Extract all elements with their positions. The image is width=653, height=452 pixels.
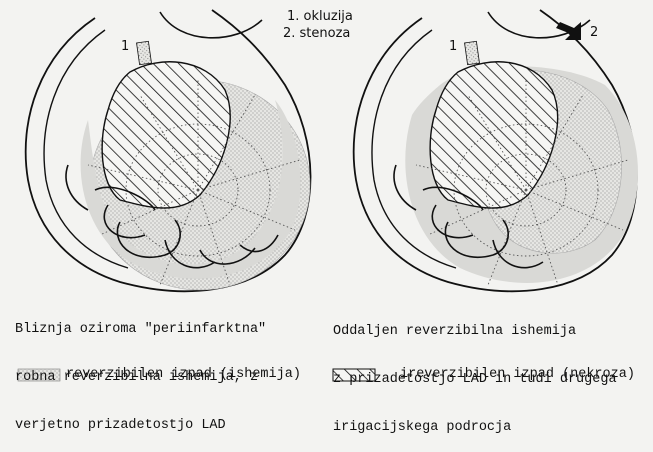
right-occlusion-number: 1 bbox=[449, 39, 457, 54]
left-occlusion-number: 1 bbox=[121, 39, 129, 54]
stenosis-arrow-icon bbox=[556, 22, 581, 40]
left-caption-line-3: verjetno prizadetostjo LAD bbox=[15, 418, 266, 434]
reversible-key-label: reverzibilen izpad (ishemija) bbox=[66, 367, 301, 383]
right-caption-line-3: irigacijskega podrocja bbox=[333, 420, 617, 436]
left-top-vessel bbox=[160, 12, 262, 38]
left-caption-line-1: Bliznja oziroma "periinfarktna" bbox=[15, 322, 266, 338]
right-occlusion-marker bbox=[465, 41, 480, 64]
left-heart: 1 bbox=[26, 10, 311, 291]
right-heart: 1 2 bbox=[354, 10, 638, 291]
legend-note-occlusion: 1. okluzija bbox=[287, 9, 353, 24]
right-stenosis-number: 2 bbox=[590, 25, 598, 40]
left-occlusion-marker bbox=[137, 41, 152, 64]
right-caption-line-1: Oddaljen reverzibilna ishemija bbox=[333, 324, 617, 340]
legend-note-stenosis: 2. stenoza bbox=[283, 26, 350, 41]
irreversible-key-label: ireverzibilen izpad (nekroza) bbox=[400, 367, 635, 383]
